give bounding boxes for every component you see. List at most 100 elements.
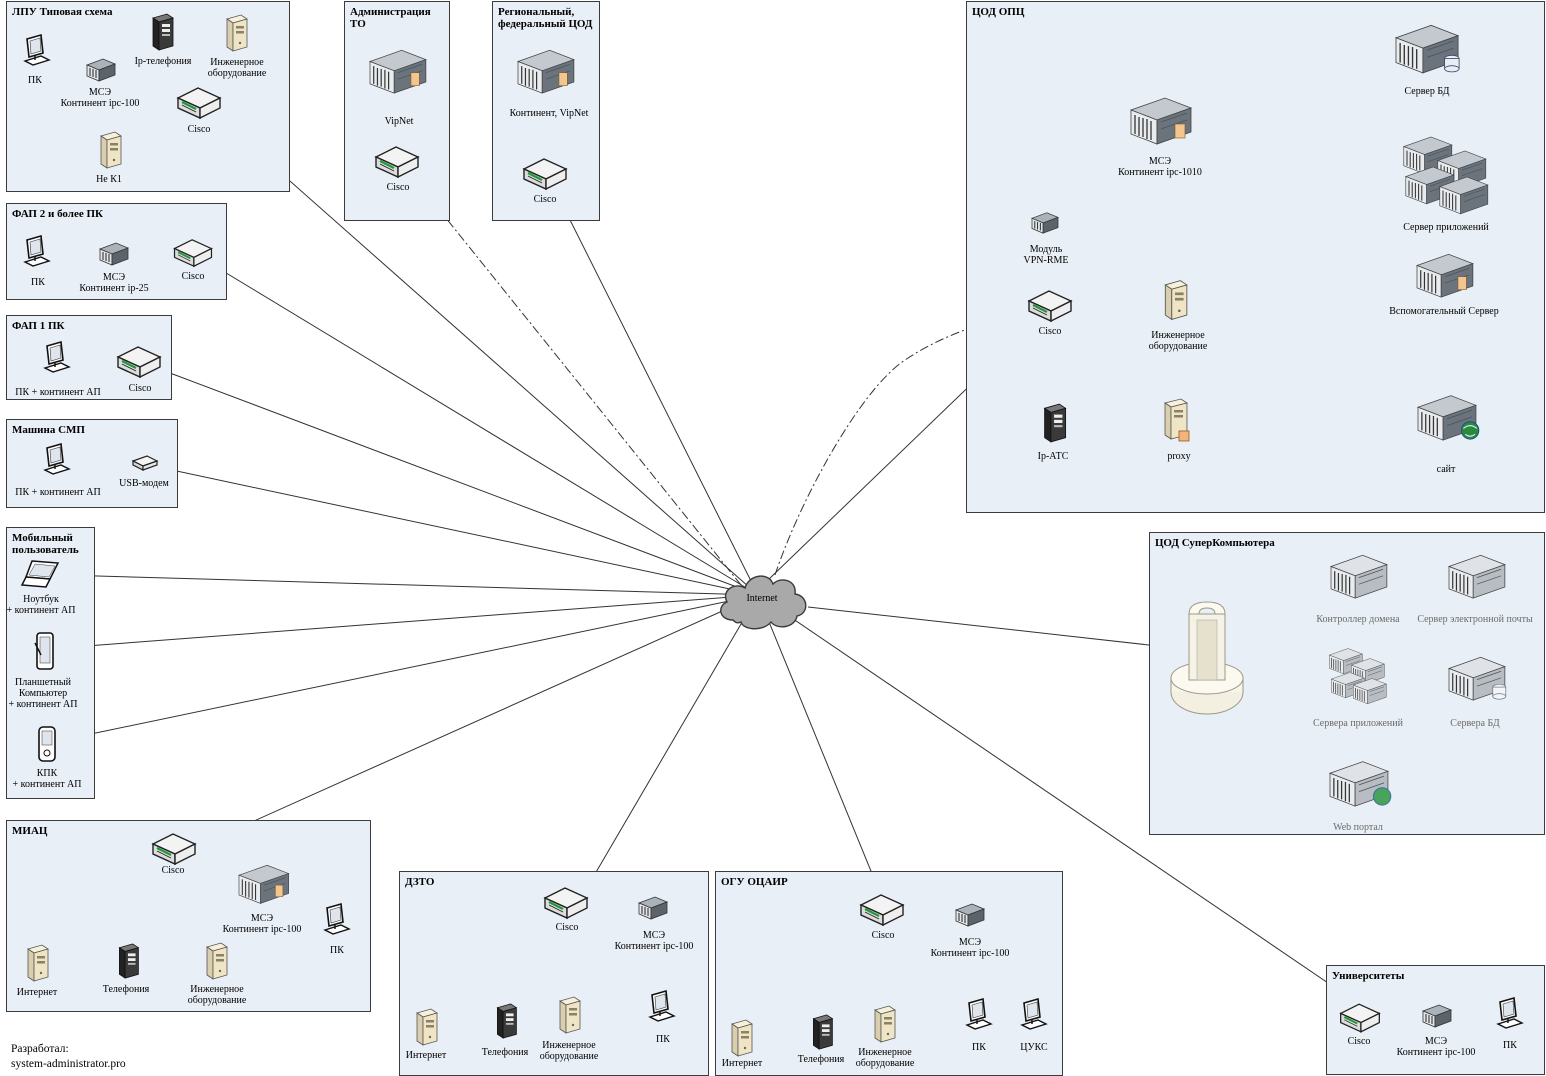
black-tower-icon[interactable] bbox=[807, 1013, 835, 1051]
label-adm-vipnet: VipNet bbox=[384, 116, 414, 127]
monitor-icon[interactable] bbox=[41, 340, 75, 376]
black-tower-icon[interactable] bbox=[1033, 402, 1073, 444]
label-cod-site: сайт bbox=[1436, 464, 1456, 475]
cisco-router-icon[interactable] bbox=[1025, 287, 1075, 325]
vpn-module-icon[interactable] bbox=[1027, 209, 1063, 235]
label-dzto-internet: Интернет bbox=[405, 1050, 447, 1061]
mail-server-icon[interactable] bbox=[1443, 546, 1509, 600]
cloud-icon[interactable] bbox=[715, 568, 811, 634]
label-cod-db: Сервер БД bbox=[1404, 86, 1450, 97]
monitor-icon[interactable] bbox=[1494, 996, 1528, 1032]
db-servers-icon[interactable] bbox=[1443, 648, 1509, 702]
app-server-cluster-icon[interactable] bbox=[1399, 129, 1495, 215]
label-cod-vpn: Модуль VPN-RME bbox=[1023, 244, 1069, 266]
label-cod-aux: Вспомогательный Сервер bbox=[1389, 306, 1499, 317]
firewall-icon[interactable] bbox=[951, 900, 989, 928]
rack-server-icon[interactable] bbox=[512, 41, 578, 95]
label-cod-app: Сервер приложений bbox=[1403, 222, 1489, 233]
monitor-icon[interactable] bbox=[41, 442, 75, 478]
label-smp-pc: ПК + континент АП bbox=[15, 487, 101, 498]
cisco-router-icon[interactable] bbox=[149, 830, 199, 868]
beige-tower-icon[interactable] bbox=[97, 130, 123, 170]
cisco-router-icon[interactable] bbox=[1337, 1000, 1383, 1036]
label-miac-pc: ПК bbox=[330, 945, 344, 956]
black-tower-icon[interactable] bbox=[491, 1002, 519, 1040]
label-fap2-pc: ПК bbox=[31, 277, 45, 288]
group-title-ogu: ОГУ ОЦАИР bbox=[721, 876, 788, 888]
rack-server-icon[interactable] bbox=[1410, 245, 1478, 299]
connection-line bbox=[577, 594, 759, 904]
supercomputer-icon[interactable] bbox=[1167, 600, 1247, 720]
beige-tower-icon[interactable] bbox=[203, 941, 229, 981]
beige-tower-icon[interactable] bbox=[728, 1018, 754, 1058]
usb-modem-icon[interactable] bbox=[129, 453, 161, 473]
beige-tower-icon[interactable] bbox=[871, 1004, 897, 1044]
laptop-icon[interactable] bbox=[20, 559, 62, 591]
beige-tower-icon[interactable] bbox=[556, 995, 582, 1035]
cisco-router-icon[interactable] bbox=[857, 891, 907, 929]
black-tower-icon[interactable] bbox=[113, 942, 141, 980]
label-fap1-cisco: Cisco bbox=[128, 383, 152, 394]
label-ogu-cuks: ЦУКС bbox=[1020, 1042, 1048, 1053]
tablet-icon[interactable] bbox=[33, 631, 57, 671]
dashed-connection-line bbox=[424, 191, 742, 586]
firewall-icon[interactable] bbox=[96, 239, 132, 267]
label-ogu-telephony: Телефония bbox=[797, 1054, 845, 1065]
group-title-miac: МИАЦ bbox=[12, 825, 48, 837]
rack-server-icon[interactable] bbox=[234, 857, 292, 905]
rack-server-icon[interactable] bbox=[364, 41, 430, 95]
web-server-icon[interactable] bbox=[1411, 386, 1481, 442]
beige-tower-icon[interactable] bbox=[413, 1007, 439, 1047]
monitor-icon[interactable] bbox=[1018, 997, 1052, 1033]
monitor-icon[interactable] bbox=[963, 997, 997, 1033]
cisco-router-icon[interactable] bbox=[114, 343, 164, 381]
monitor-icon[interactable] bbox=[21, 234, 55, 270]
group-title-super: ЦОД СуперКомпьютера bbox=[1155, 537, 1275, 549]
cisco-router-icon[interactable] bbox=[171, 236, 215, 270]
group-title-cod: ЦОД ОПЦ bbox=[972, 6, 1025, 18]
cisco-router-icon[interactable] bbox=[520, 155, 570, 193]
monitor-icon[interactable] bbox=[321, 902, 355, 938]
black-tower-icon[interactable] bbox=[147, 12, 175, 52]
firewall-icon[interactable] bbox=[1419, 1001, 1455, 1029]
beige-tower-icon[interactable] bbox=[24, 943, 50, 983]
group-title-mob: Мобильный пользователь bbox=[12, 532, 79, 556]
label-cod-firewall: МСЭ Континент ipc-1010 bbox=[1118, 156, 1202, 178]
cisco-router-icon[interactable] bbox=[541, 884, 591, 922]
firewall-icon[interactable] bbox=[1125, 88, 1195, 146]
label-fap2-firewall: МСЭ Континент ip-25 bbox=[79, 272, 149, 294]
label-dzto-firewall: МСЭ Континент ipc-100 bbox=[614, 930, 694, 952]
app-servers-icon[interactable] bbox=[1326, 643, 1388, 705]
connection-line bbox=[169, 372, 759, 596]
label-cod-cisco: Cisco bbox=[1038, 326, 1062, 337]
web-portal-icon[interactable] bbox=[1324, 752, 1392, 808]
label-sup-app: Сервера приложений bbox=[1313, 718, 1403, 729]
label-internet: Internet bbox=[746, 593, 778, 604]
label-reg-cisco: Cisco bbox=[533, 194, 557, 205]
author-credit: Разработал: system-administrator.pro bbox=[11, 1043, 126, 1070]
label-sup-dc: Контроллер домена bbox=[1316, 614, 1400, 625]
beige-tower-icon[interactable] bbox=[1161, 278, 1189, 322]
monitor-icon[interactable] bbox=[646, 989, 680, 1025]
beige-tower-icon[interactable] bbox=[223, 13, 249, 53]
cisco-router-icon[interactable] bbox=[372, 143, 422, 181]
label-miac-telephony: Телефония bbox=[102, 984, 150, 995]
label-univ-pc: ПК bbox=[1503, 1040, 1517, 1051]
connection-line bbox=[757, 594, 1357, 1003]
monitor-icon[interactable] bbox=[21, 33, 55, 69]
label-mob-tablet: Планшетный Компьютер + континент АП bbox=[8, 677, 78, 710]
label-cod-atc: Ip-АТС bbox=[1037, 451, 1069, 462]
group-title-reg: Региональный, федеральный ЦОД bbox=[498, 6, 593, 30]
label-fap2-cisco: Cisco bbox=[181, 271, 205, 282]
pda-icon[interactable] bbox=[36, 725, 58, 763]
firewall-icon[interactable] bbox=[634, 893, 672, 921]
cisco-router-icon[interactable] bbox=[174, 84, 224, 122]
label-ogu-firewall: МСЭ Континент ipc-100 bbox=[930, 937, 1010, 959]
connection-line bbox=[207, 261, 759, 596]
proxy-server-icon[interactable] bbox=[1161, 397, 1191, 443]
database-server-icon[interactable] bbox=[1389, 15, 1463, 75]
connection-line bbox=[61, 574, 759, 596]
domain-controller-icon[interactable] bbox=[1325, 546, 1391, 600]
firewall-icon[interactable] bbox=[83, 55, 119, 83]
